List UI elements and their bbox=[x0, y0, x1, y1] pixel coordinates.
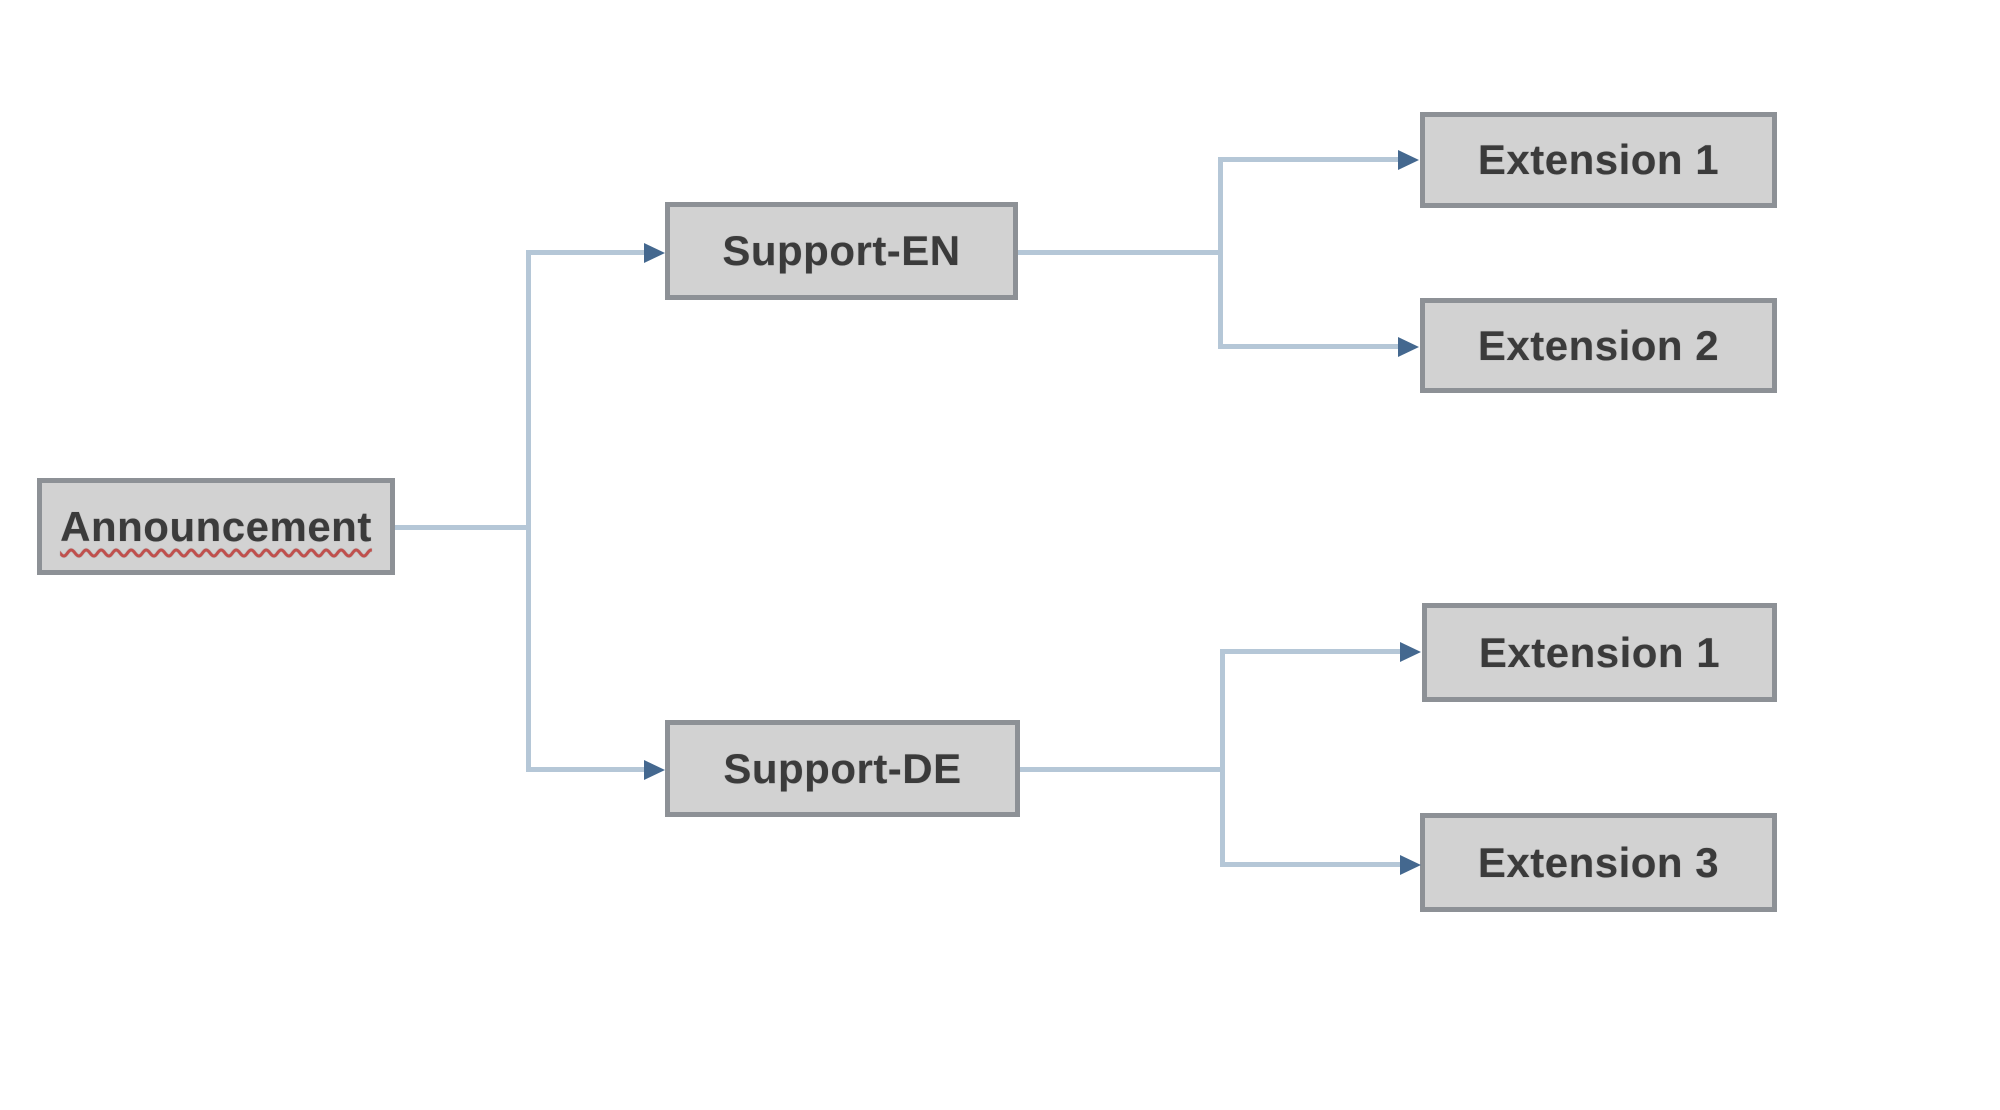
connector-en-branch-vertical bbox=[1218, 157, 1223, 349]
node-extension-1-de-label: Extension 1 bbox=[1478, 628, 1721, 676]
connector-to-extension-1-en bbox=[1218, 157, 1399, 162]
connector-arrowhead-support-en bbox=[644, 243, 665, 263]
connector-arrowhead-extension-2-en bbox=[1398, 337, 1419, 357]
connector-to-extension-1-de bbox=[1220, 649, 1401, 654]
connector-to-extension-3-de bbox=[1220, 862, 1401, 867]
node-support-en: Support-EN bbox=[665, 202, 1018, 300]
node-extension-1-en-label: Extension 1 bbox=[1477, 136, 1720, 183]
connector-support-en-stub bbox=[1018, 250, 1223, 255]
node-extension-1-en: Extension 1 bbox=[1420, 112, 1777, 208]
node-announcement: Announcement bbox=[37, 478, 395, 575]
connector-support-de-stub bbox=[1020, 767, 1225, 772]
node-support-de: Support-DE bbox=[665, 720, 1020, 817]
connector-arrowhead-extension-1-de bbox=[1400, 642, 1421, 662]
connector-announcement-stub bbox=[395, 525, 531, 530]
node-extension-1-de: Extension 1 bbox=[1422, 603, 1777, 702]
node-support-en-label: Support-EN bbox=[722, 227, 961, 274]
connector-to-support-en bbox=[528, 250, 645, 255]
node-extension-3-de-label: Extension 3 bbox=[1477, 838, 1720, 886]
connector-de-branch-vertical bbox=[1220, 649, 1225, 867]
node-support-de-label: Support-DE bbox=[723, 744, 962, 792]
node-extension-3-de: Extension 3 bbox=[1420, 813, 1777, 912]
connector-arrowhead-extension-1-en bbox=[1398, 150, 1419, 170]
node-extension-2-en: Extension 2 bbox=[1420, 298, 1777, 393]
connector-arrowhead-support-de bbox=[644, 760, 665, 780]
node-announcement-label: Announcement bbox=[60, 502, 372, 550]
connector-to-support-de bbox=[528, 767, 645, 772]
connector-left-branch-vertical bbox=[526, 250, 531, 772]
connector-arrowhead-extension-3-de bbox=[1400, 855, 1421, 875]
node-extension-2-en-label: Extension 2 bbox=[1477, 321, 1720, 369]
connector-to-extension-2-en bbox=[1218, 344, 1399, 349]
